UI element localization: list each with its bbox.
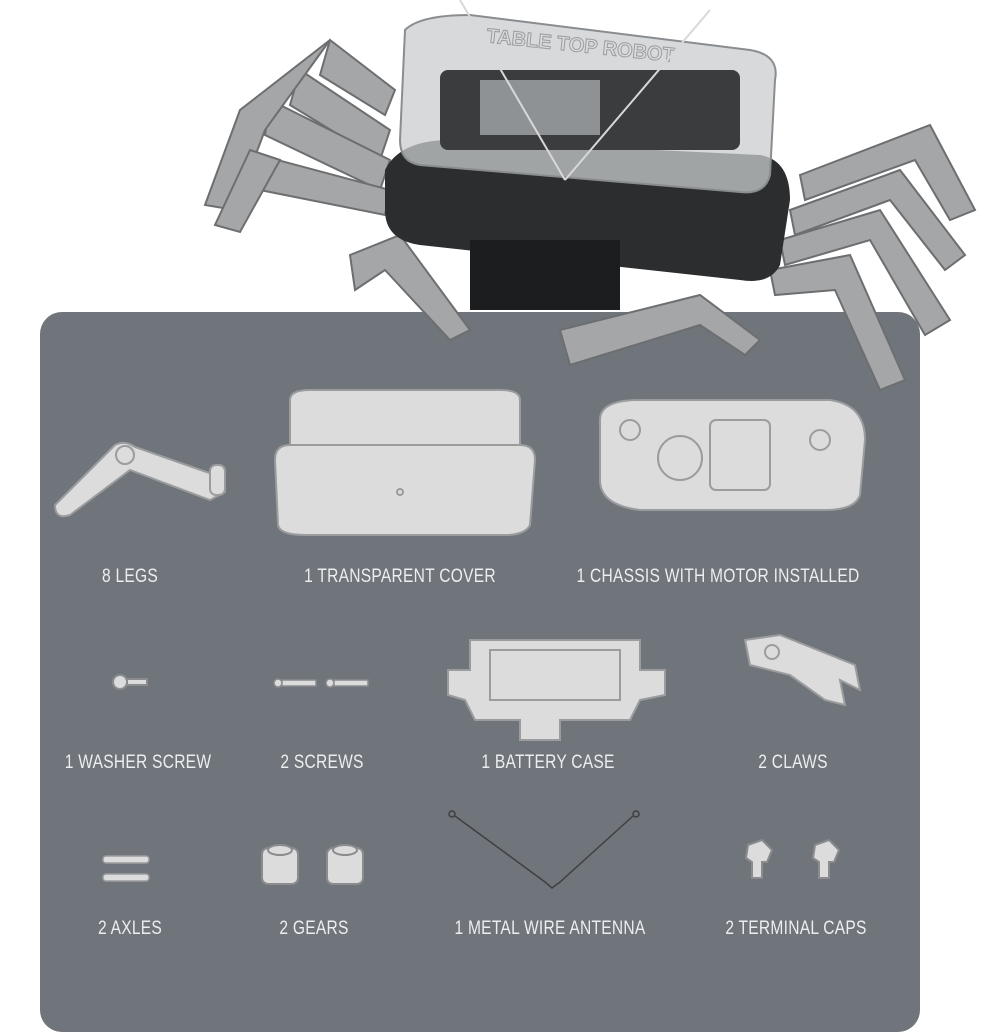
- part-label-legs: 8 LEGS: [101, 566, 159, 587]
- part-label-gears: 2 GEARS: [279, 918, 349, 939]
- part-label-washer-screw: 1 WASHER SCREW: [64, 752, 212, 773]
- battery-case-icon: [447, 639, 666, 741]
- axles-icon: [102, 855, 150, 882]
- illustrations: TABLE TOP ROBOT: [53, 0, 977, 889]
- part-label-chassis: 1 CHASSIS WITH MOTOR INSTALLED: [576, 566, 860, 587]
- part-label-terminal-caps: 2 TERMINAL CAPS: [725, 918, 867, 939]
- screws-icon: [273, 678, 369, 688]
- gears-icon: [261, 844, 364, 885]
- cover-icon: [273, 389, 537, 536]
- part-label-battery-case: 1 BATTERY CASE: [481, 752, 615, 773]
- part-label-claws: 2 CLAWS: [758, 752, 828, 773]
- part-label-screws: 2 SCREWS: [280, 752, 364, 773]
- leg-icon: [53, 441, 227, 518]
- antenna-icon: [448, 810, 640, 889]
- part-label-antenna: 1 METAL WIRE ANTENNA: [454, 918, 646, 939]
- terminal-caps-icon: [744, 838, 841, 879]
- claw-icon: [743, 633, 862, 707]
- washer-screw-icon: [112, 674, 148, 690]
- part-label-axles: 2 AXLES: [97, 918, 163, 939]
- part-label-cover: 1 TRANSPARENT COVER: [304, 566, 496, 587]
- robot-photo: TABLE TOP ROBOT: [203, 0, 977, 392]
- chassis-icon: [599, 399, 867, 511]
